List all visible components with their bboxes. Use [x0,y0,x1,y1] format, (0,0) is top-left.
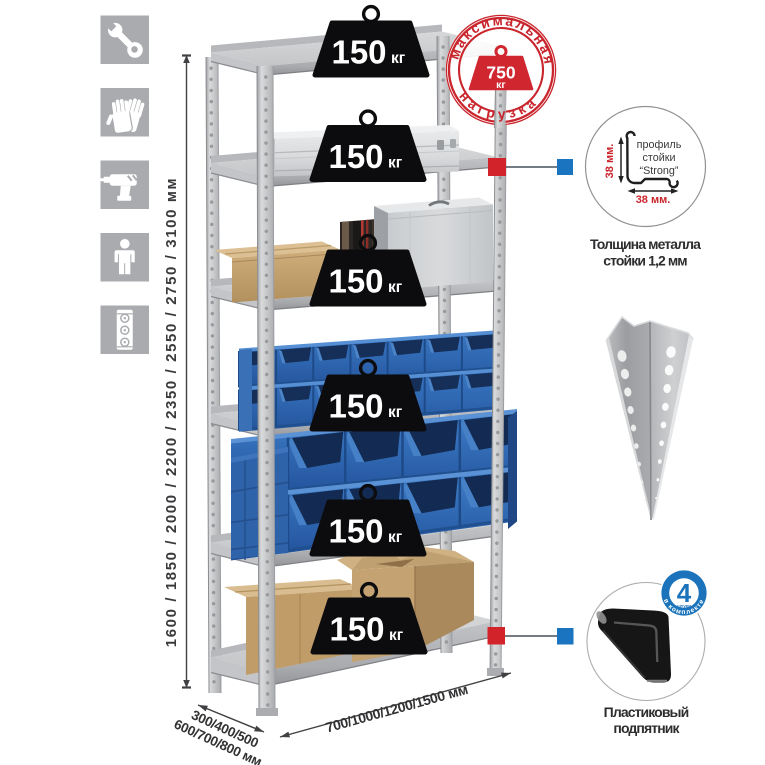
svg-text:кг: кг [389,627,404,644]
svg-text:38 мм.: 38 мм. [604,144,616,179]
svg-text:профиль: профиль [637,139,682,151]
svg-text:Пластиковый: Пластиковый [604,704,689,720]
svg-text:150: 150 [328,388,383,425]
svg-text:150: 150 [328,263,383,300]
svg-text:кг: кг [388,529,403,546]
svg-text:стойки: стойки [642,152,675,164]
svg-text:38 мм.: 38 мм. [636,194,671,206]
svg-text:150: 150 [328,513,383,550]
svg-text:кг: кг [388,279,403,296]
svg-text:кг: кг [391,50,406,67]
svg-text:Толщина металла: Толщина металла [590,236,701,252]
svg-text:“Strong”: “Strong” [639,165,678,177]
svg-text:1600 / 1850 / 2000 / 2200 / 23: 1600 / 1850 / 2000 / 2200 / 2350 / 2550 … [163,177,180,647]
svg-text:кг: кг [388,155,403,172]
svg-text:штуки: штуки [677,604,691,609]
svg-text:750: 750 [486,63,515,83]
svg-text:4: 4 [677,578,692,608]
svg-text:подпятник: подпятник [613,720,680,736]
svg-text:стойки 1,2 мм: стойки 1,2 мм [603,253,687,269]
svg-text:150: 150 [331,34,386,71]
svg-text:кг: кг [496,79,506,91]
svg-text:150: 150 [328,138,383,175]
svg-text:кг: кг [388,404,403,421]
svg-text:150: 150 [329,611,384,648]
